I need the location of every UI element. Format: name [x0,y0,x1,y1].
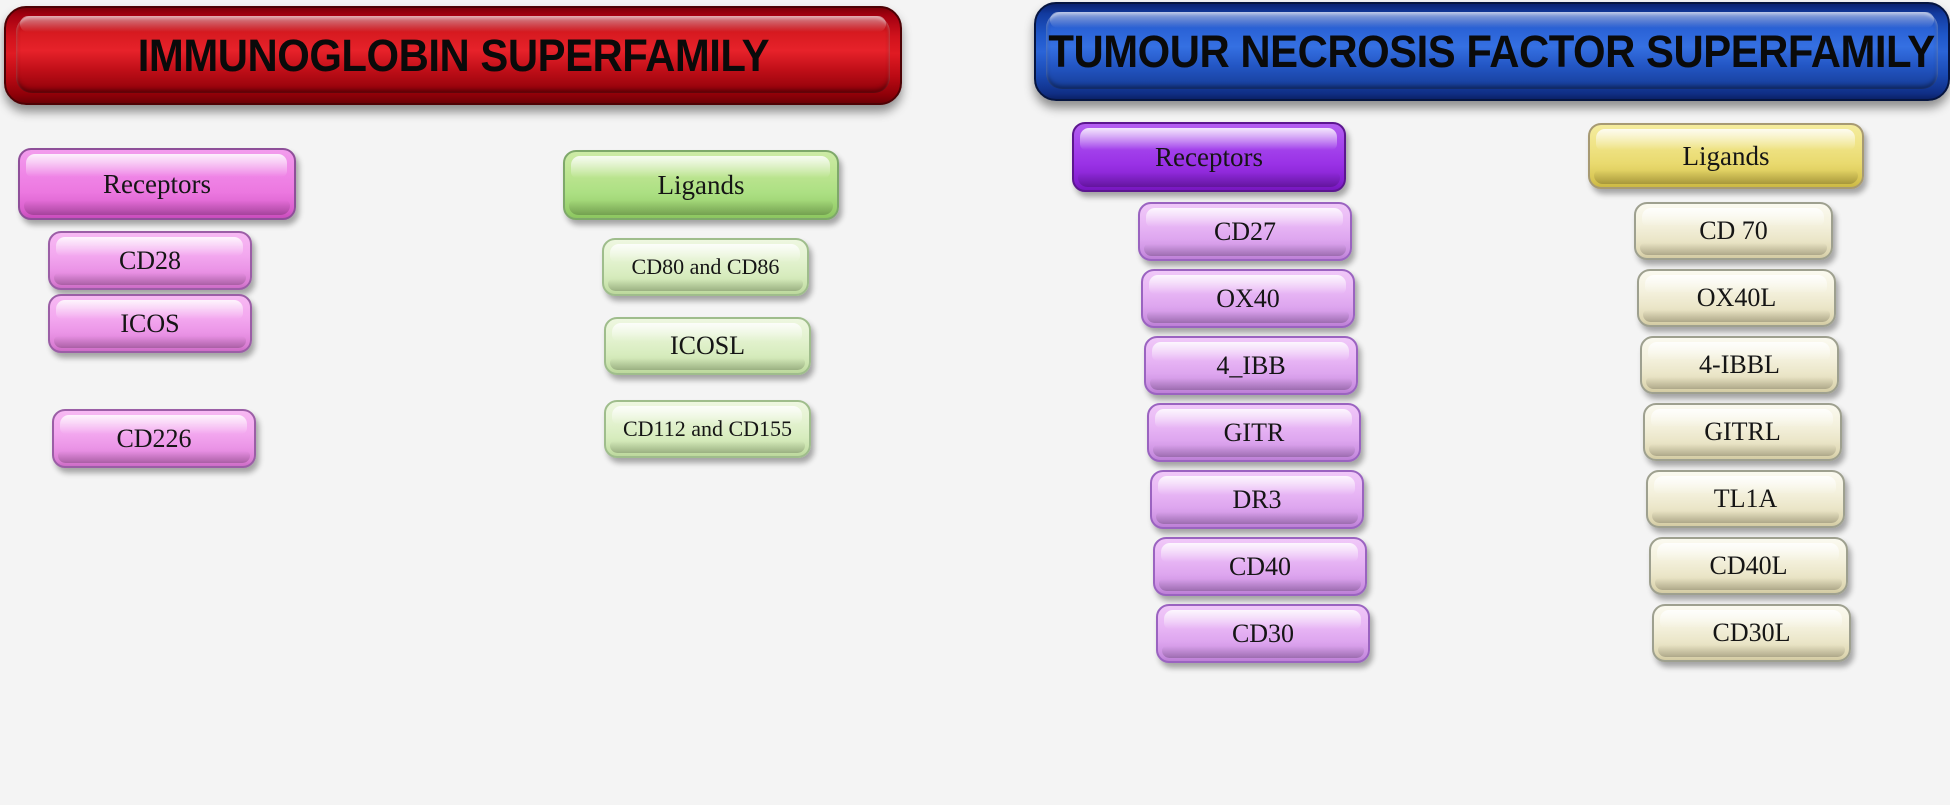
node-tnf-receptor-4-1bb[interactable]: 4_IBB [1144,336,1358,395]
bevel-shadow [1594,170,1858,184]
banner-gloss [20,16,886,32]
node-ig-ligand-cd112-cd155[interactable]: CD112 and CD155 [604,400,811,458]
node-tnf-receptor-dr3[interactable]: DR3 [1150,470,1364,529]
banner-gloss [1050,12,1934,28]
node-tnf-receptor-gitr[interactable]: GITR [1147,403,1361,462]
node-tnf-ligand-cd30l[interactable]: CD30L [1652,604,1851,662]
banner-immunoglobin-superfamily: IMMUNOGLOBIN SUPERFAMILY [4,6,902,105]
node-label: CD28 [118,245,182,275]
node-label: OX40L [1696,283,1777,312]
node-label: CD226 [116,423,192,453]
banner-tumour-necrosis-factor-superfamily: TUMOUR NECROSIS FACTOR SUPERFAMILY [1034,2,1950,101]
node-label: 4_IBB [1216,350,1286,380]
node-label: CD27 [1213,216,1277,246]
bevel-shadow [1078,172,1340,187]
column-header-label: Receptors [103,168,211,199]
banner-title-immunoglobin: IMMUNOGLOBIN SUPERFAMILY [137,29,769,81]
node-ig-receptor-icos[interactable]: ICOS [48,294,252,353]
node-tnf-ligand-ox40l[interactable]: OX40L [1637,269,1836,327]
node-label: 4-IBBL [1699,350,1780,379]
node-tnf-ligand-cd70[interactable]: CD 70 [1634,202,1833,260]
node-tnf-ligand-cd40l[interactable]: CD40L [1649,537,1848,595]
node-ig-ligand-icosl[interactable]: ICOSL [604,317,811,375]
node-ig-receptor-cd28[interactable]: CD28 [48,231,252,290]
node-tnf-ligand-4-1bbl[interactable]: 4-IBBL [1640,336,1839,394]
column-header-label: Ligands [657,169,745,200]
node-label: GITRL [1704,417,1781,446]
column-header-ig-receptors[interactable]: Receptors [18,148,296,220]
node-label: OX40 [1216,283,1280,313]
column-header-label: Receptors [1155,141,1263,172]
node-label: CD30 [1231,618,1295,648]
node-label: CD 70 [1699,216,1768,245]
node-ig-receptor-cd226[interactable]: CD226 [52,409,256,468]
column-header-ig-ligands[interactable]: Ligands [563,150,839,220]
node-label: TL1A [1713,484,1778,513]
node-label: DR3 [1232,484,1282,514]
column-header-label: Ligands [1682,140,1770,171]
node-tnf-receptor-cd30[interactable]: CD30 [1156,604,1370,663]
bevel-shadow [610,441,805,453]
node-tnf-receptor-ox40[interactable]: OX40 [1141,269,1355,328]
node-label: CD30L [1712,618,1791,647]
node-tnf-receptor-cd27[interactable]: CD27 [1138,202,1352,261]
banner-title-tnf: TUMOUR NECROSIS FACTOR SUPERFAMILY [1048,25,1936,77]
column-header-tnf-receptors[interactable]: Receptors [1072,122,1346,192]
bevel-shadow [608,279,803,291]
node-tnf-ligand-gitrl[interactable]: GITRL [1643,403,1842,461]
node-label: CD40 [1228,551,1292,581]
node-label: ICOS [120,308,180,338]
bevel-shadow [24,200,290,215]
node-label: CD80 and CD86 [631,254,780,279]
node-label: CD112 and CD155 [622,416,793,441]
column-header-tnf-ligands[interactable]: Ligands [1588,123,1864,189]
node-tnf-ligand-tl1a[interactable]: TL1A [1646,470,1845,528]
node-label: ICOSL [669,331,746,360]
node-label: GITR [1223,417,1285,447]
node-tnf-receptor-cd40[interactable]: CD40 [1153,537,1367,596]
node-label: CD40L [1709,551,1788,580]
bevel-shadow [569,200,833,215]
node-ig-ligand-cd80-cd86[interactable]: CD80 and CD86 [602,238,809,296]
